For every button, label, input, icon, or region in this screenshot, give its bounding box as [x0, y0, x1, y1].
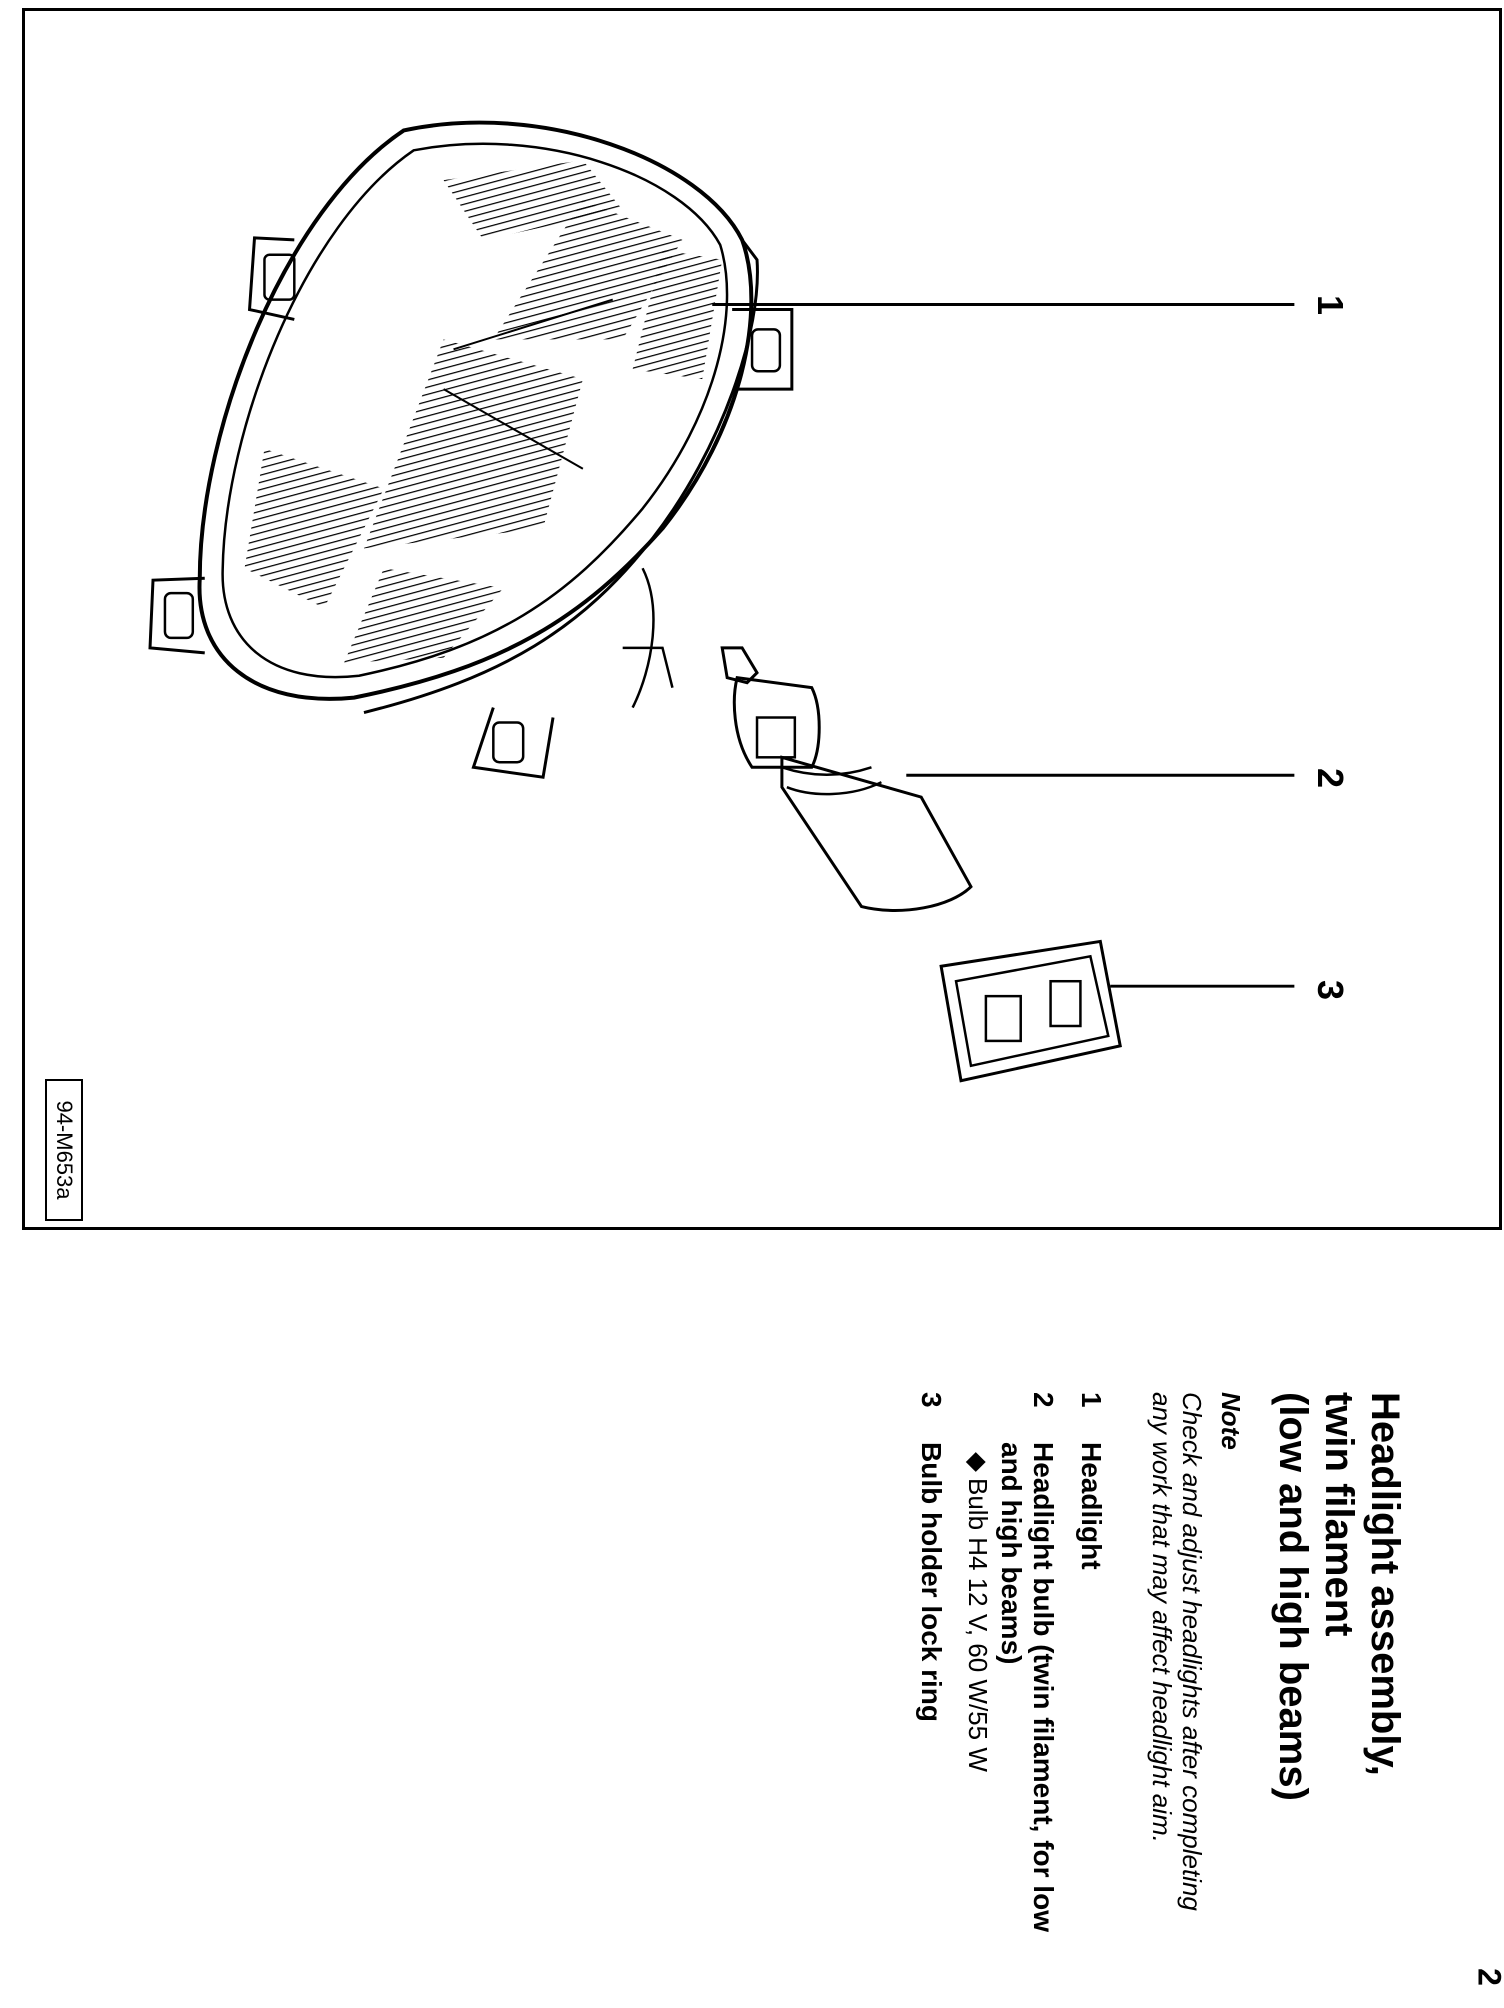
title-line: Headlight assembly, — [1363, 1392, 1407, 1776]
parts-list: 1 Headlight 2 Headlight bulb (twin filam… — [915, 1392, 1107, 1952]
item-label: Bulb holder lock ring — [916, 1442, 947, 1723]
callout-1: 1 — [1310, 294, 1351, 316]
list-item: 2 Headlight bulb (twin filament, for low… — [995, 1392, 1059, 1952]
headlight-housing — [148, 120, 794, 779]
title-line: (low and high beams) — [1271, 1392, 1315, 1801]
note-heading: Note — [1216, 1392, 1246, 1450]
page-number: 2 — [1471, 1968, 1504, 1986]
item-number: 2 — [1028, 1392, 1059, 1408]
lock-ring — [939, 939, 1122, 1083]
item-label: Headlight bulb (twin filament, for low a… — [996, 1442, 1059, 1932]
list-item: 3 Bulb holder lock ring — [915, 1392, 947, 1952]
item-label: Headlight — [1076, 1442, 1107, 1570]
headlight-illustration — [148, 120, 1295, 1083]
headlight-bulb — [720, 646, 973, 912]
section-text: Headlight assembly, twin filament (low a… — [628, 1392, 1408, 1952]
item-number: 1 — [1076, 1392, 1107, 1408]
list-subitem: ◆ Bulb H4 12 V, 60 W/55 W — [963, 1452, 993, 1952]
section-title: Headlight assembly, twin filament (low a… — [1270, 1392, 1408, 1952]
figure-frame: 1 2 3 94-M653a — [22, 8, 1502, 1230]
title-line: twin filament — [1317, 1392, 1361, 1637]
callout-3: 3 — [1310, 979, 1351, 1001]
diamond-bullet-icon: ◆ — [963, 1452, 993, 1472]
subitem-text: Bulb H4 12 V, 60 W/55 W — [963, 1478, 993, 1772]
list-item: 1 Headlight — [1075, 1392, 1107, 1952]
callout-2: 2 — [1310, 767, 1351, 789]
note-text: Check and adjust headlights after comple… — [1147, 1392, 1207, 1911]
item-number: 3 — [916, 1392, 947, 1408]
figure-id: 94-M653a — [45, 1079, 83, 1221]
